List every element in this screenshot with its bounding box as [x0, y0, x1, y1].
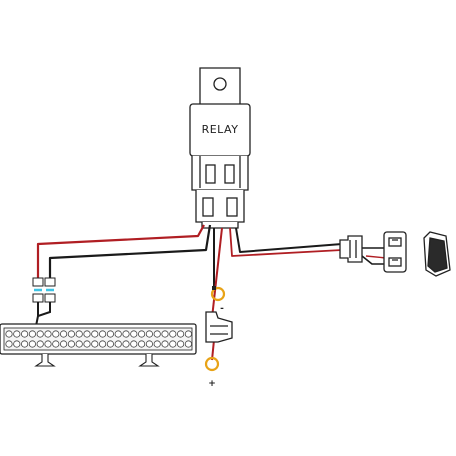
- led-lens: [122, 330, 130, 338]
- switch-wires: [229, 227, 388, 265]
- led-lens: [138, 330, 146, 338]
- led-light-bar-icon: [0, 323, 197, 367]
- led-lens: [184, 340, 192, 348]
- led-lens: [5, 330, 13, 338]
- plus-label: +: [208, 379, 216, 389]
- rocker-switch-icon: [383, 231, 407, 273]
- led-lens: [106, 330, 115, 338]
- led-lens: [20, 330, 29, 338]
- led-lens: [28, 330, 37, 338]
- led-lens: [59, 330, 68, 338]
- red-wire-to-light-bar: [36, 224, 205, 278]
- led-lens: [52, 330, 60, 338]
- led-lens: [83, 340, 91, 348]
- led-lens: [145, 330, 153, 338]
- switch-connector-icon: [339, 235, 363, 263]
- switch-red-lead: [365, 255, 387, 259]
- led-lens: [114, 330, 122, 338]
- led-lens: [36, 330, 44, 338]
- black-wire-to-switch: [235, 227, 343, 253]
- led-lens: [28, 340, 37, 348]
- led-lens: [153, 340, 161, 348]
- led-lens: [106, 340, 115, 348]
- led-lens: [13, 340, 21, 348]
- led-lens: [44, 330, 52, 338]
- led-lens: [75, 330, 83, 338]
- led-lens: [36, 340, 44, 348]
- relay-label: RELAY: [202, 123, 239, 136]
- led-lens: [169, 340, 177, 348]
- led-lens: [169, 330, 177, 338]
- red-wire-to-fuse: [211, 227, 223, 319]
- ring-terminal-icon: [210, 286, 226, 302]
- led-lens: [114, 340, 122, 348]
- led-lens: [153, 330, 161, 338]
- switch-wire-loop: [361, 247, 388, 265]
- led-lens: [138, 340, 146, 348]
- led-lens: [52, 340, 60, 348]
- led-lens: [67, 340, 76, 348]
- led-lens: [13, 330, 21, 338]
- light-bar-connector-icon: [32, 277, 56, 327]
- light-bar-wires: [36, 224, 212, 278]
- led-lens: [161, 340, 169, 348]
- led-lens: [130, 340, 138, 348]
- led-lens: [83, 330, 91, 338]
- led-lens: [161, 330, 169, 338]
- led-lens: [177, 340, 185, 348]
- led-lens: [91, 330, 99, 338]
- inline-fuse-icon: [205, 311, 233, 343]
- red-wire-to-switch: [229, 227, 343, 257]
- led-lens: [145, 340, 153, 348]
- rocker-cap-icon: [423, 231, 451, 277]
- fuse-to-positive-wire: [211, 339, 215, 361]
- led-lens: [44, 340, 52, 348]
- led-lens: [177, 330, 185, 338]
- led-lens: [5, 340, 13, 348]
- led-lens: [122, 340, 130, 348]
- black-wire-to-light-bar: [48, 224, 212, 278]
- led-grid: [5, 330, 192, 348]
- led-lens: [91, 340, 99, 348]
- led-lens: [184, 330, 192, 338]
- battery-wires: [211, 227, 223, 361]
- minus-label: -: [220, 304, 224, 314]
- led-lens: [67, 330, 76, 338]
- ring-terminal-icon: [204, 356, 220, 372]
- led-lens: [130, 330, 138, 338]
- relay-icon: [189, 67, 251, 229]
- led-lens: [99, 330, 107, 338]
- led-lens: [59, 340, 68, 348]
- led-lens: [99, 340, 107, 348]
- led-lens: [20, 340, 29, 348]
- led-lens: [75, 340, 83, 348]
